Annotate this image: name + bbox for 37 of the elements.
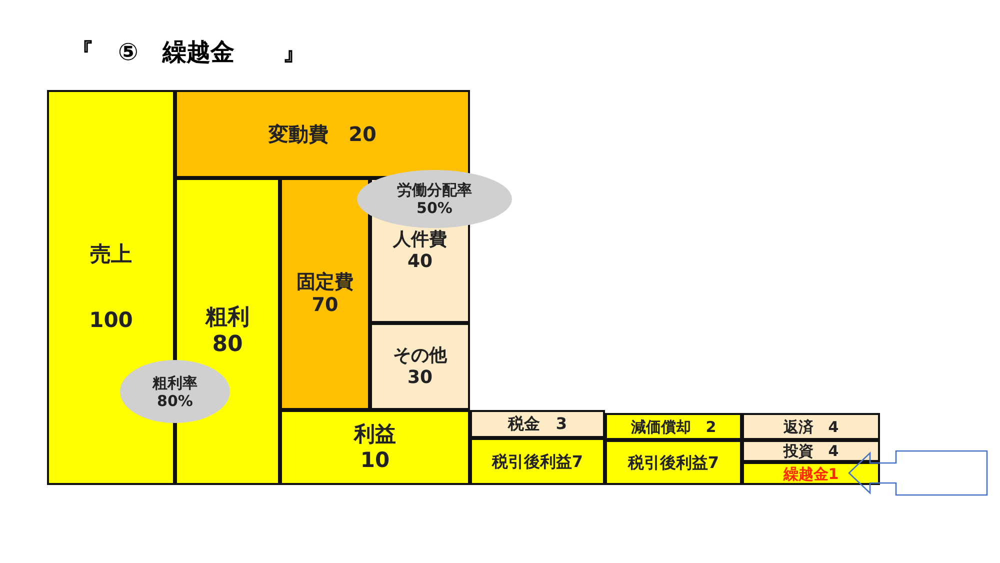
value-block [470, 438, 605, 485]
item-value: 100 [89, 308, 133, 333]
item-label: 投資 4 [783, 442, 839, 460]
item-label: 変動費 20 [268, 122, 376, 146]
item-label: その他 [393, 344, 447, 366]
item-value: 50% [416, 199, 452, 217]
value-block [742, 413, 880, 440]
item-value: 80% [157, 392, 193, 410]
title: 『 ⑤ 繰越金 』 [70, 37, 306, 68]
item-value: 40 [407, 250, 433, 272]
item-label: 売上 [90, 242, 132, 268]
item-label: 税金 3 [508, 414, 568, 434]
item-label: 粗利率 [152, 374, 198, 392]
value-block [175, 90, 470, 178]
value-block [370, 323, 470, 410]
value-block [470, 410, 605, 438]
item-label: 利益 [354, 422, 396, 448]
item-label: 税引後利益7 [492, 452, 584, 472]
value-block [605, 440, 742, 485]
value-block [605, 413, 742, 440]
callout-arrow [848, 450, 988, 496]
item-value: 30 [407, 366, 433, 388]
item-label: 人件費 [393, 228, 447, 250]
value-block [742, 440, 880, 462]
item-label: 返済 4 [783, 418, 839, 436]
value-block [742, 462, 880, 485]
item-label: 粗利 [206, 305, 250, 332]
item-label: 繰越金1 [783, 464, 839, 482]
item-label: 固定費 [296, 271, 354, 294]
value-block [280, 178, 370, 410]
item-label: 税引後利益7 [628, 452, 720, 472]
item-value: 70 [312, 294, 338, 317]
item-label: 減価償却 2 [630, 418, 716, 436]
item-value: 10 [360, 448, 390, 473]
value-block [280, 410, 470, 485]
item-value: 80 [212, 332, 243, 358]
item-label: 労働分配率 [397, 181, 472, 199]
